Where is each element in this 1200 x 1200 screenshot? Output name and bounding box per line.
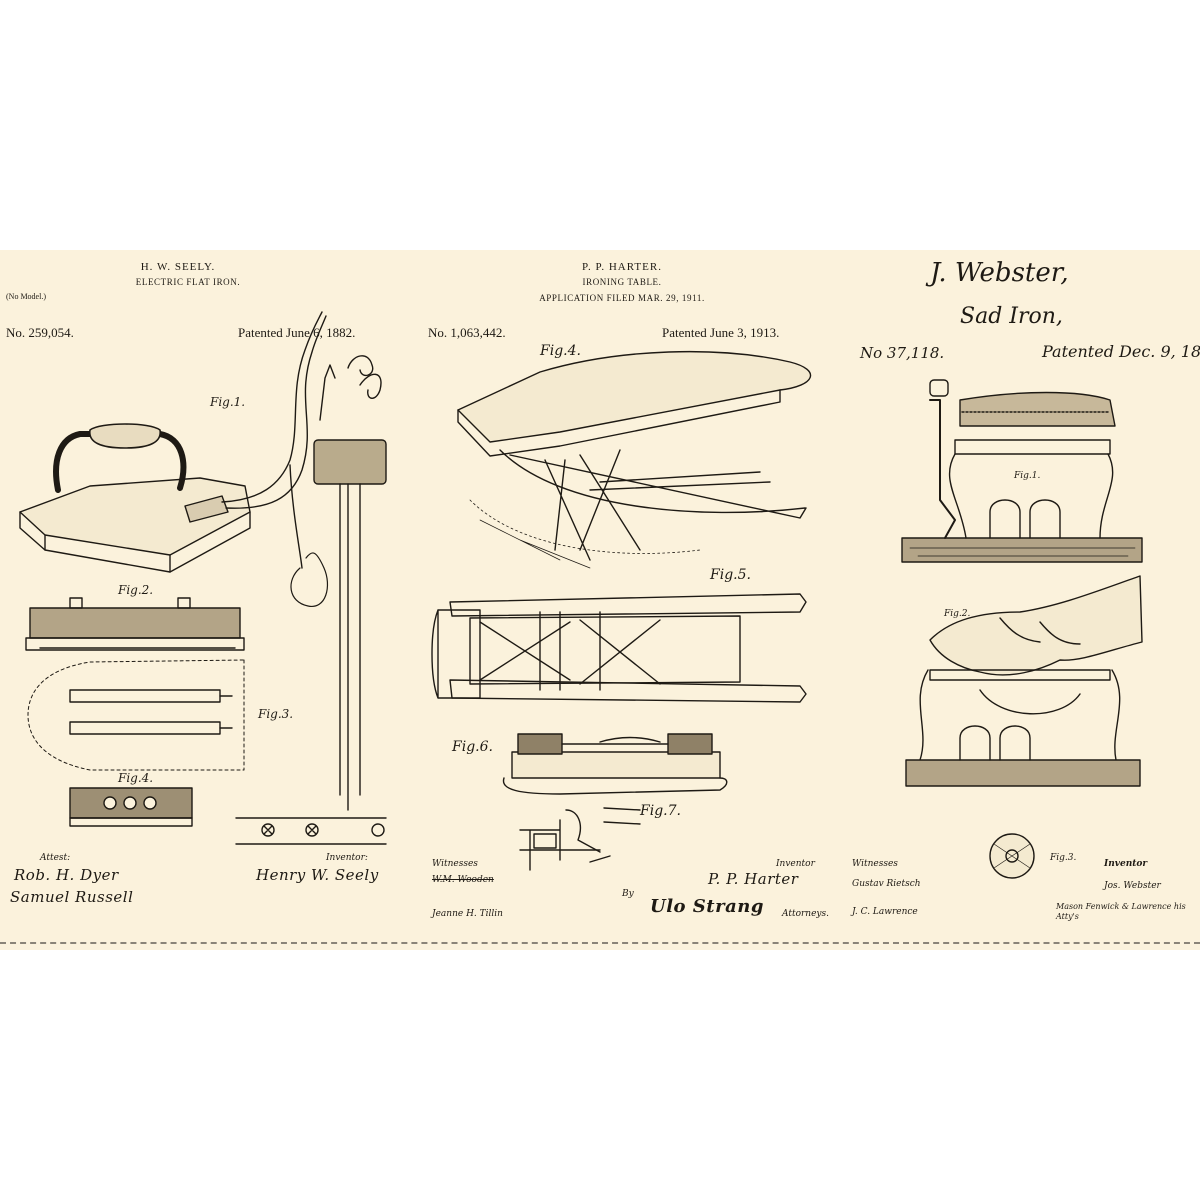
webster-inventor-label: Inventor — [1104, 859, 1148, 869]
patent-print-panel: H. W. SEELY. ELECTRIC FLAT IRON. (No Mod… — [0, 250, 1200, 950]
seely-attest-label: Attest: — [40, 853, 71, 863]
harter-witness-signature-1: W.M. Wooden — [432, 875, 494, 885]
webster-fig1-label: Fig.1. — [1014, 471, 1041, 481]
harter-fig5-label: Fig.5. — [710, 567, 751, 583]
webster-patent-date: Patented Dec. 9, 1862. — [1042, 342, 1200, 361]
harter-patent-date: Patented June 3, 1913. — [662, 325, 780, 340]
seely-inventor-name: H. W. SEELY. — [140, 261, 216, 273]
seely-fig4-drawing — [69, 787, 193, 827]
webster-patent-title: Sad Iron, — [960, 304, 1063, 329]
webster-sad-iron-drawing — [901, 379, 1143, 563]
seely-fig1-label: Fig.1. — [210, 395, 246, 409]
seely-inventor-signature: Henry W. Seely — [256, 866, 379, 884]
harter-witnesses-label: Witnesses — [432, 859, 478, 869]
webster-witness-signature-2: J. C. Lawrence — [852, 907, 918, 917]
seely-patent-title: ELECTRIC FLAT IRON. — [135, 277, 241, 287]
patent-drawings — [19, 280, 1143, 940]
seely-patent-date: Patented June 6, 1882. — [238, 325, 356, 340]
harter-inventor-label: Inventor — [776, 859, 815, 869]
seely-fig2-drawing — [25, 597, 245, 651]
webster-fig3-drawing — [989, 833, 1035, 879]
harter-fig6-drawing — [502, 733, 728, 795]
seely-stand-drawing — [235, 355, 387, 845]
harter-fig5-drawing — [431, 593, 807, 703]
webster-fig2-drawing — [905, 575, 1143, 787]
seely-fig4-label: Fig.4. — [118, 771, 154, 785]
seely-fig2-label: Fig.2. — [118, 583, 154, 597]
webster-fig3-label: Fig.3. — [1050, 853, 1077, 863]
harter-witness-signature-2: Jeanne H. Tillin — [432, 909, 503, 919]
seely-model-note: (No Model.) — [6, 292, 46, 301]
webster-attorney-signature: Mason Fenwick & Lawrence his Atty's — [1056, 902, 1186, 921]
seely-inventor-label: Inventor: — [326, 853, 368, 863]
seely-witness-signature-1: Rob. H. Dyer — [14, 866, 119, 884]
webster-inventor-signature: Jos. Webster — [1104, 881, 1161, 891]
harter-fig4-label: Fig.4. — [540, 343, 581, 359]
webster-witnesses-label: Witnesses — [852, 859, 898, 869]
webster-patent-number: No 37,118. — [860, 344, 945, 362]
seely-patent-number: No. 259,054. — [6, 325, 74, 340]
seely-fig3-label: Fig.3. — [258, 707, 294, 721]
harter-patent-number: No. 1,063,442. — [428, 325, 506, 340]
seely-witness-signature-2: Samuel Russell — [10, 888, 134, 906]
harter-by-label: By — [622, 889, 634, 899]
webster-inventor-name: J. Webster, — [930, 258, 1069, 288]
harter-application-filed: APPLICATION FILED MAR. 29, 1911. — [539, 293, 705, 303]
harter-inventor-name: P. P. HARTER. — [582, 261, 662, 273]
harter-ironing-table-drawing — [457, 350, 812, 569]
harter-fig6-label: Fig.6. — [452, 739, 493, 755]
harter-fig7-drawing — [519, 807, 641, 871]
harter-attorneys-label: Attorneys. — [782, 909, 829, 919]
webster-witness-signature-1: Gustav Rietsch — [852, 879, 921, 889]
harter-patent-title: IRONING TABLE. — [582, 277, 662, 287]
webster-fig2-label: Fig.2. — [944, 609, 971, 619]
harter-inventor-signature: P. P. Harter — [708, 870, 799, 888]
seely-flat-iron-drawing — [19, 311, 329, 607]
harter-fig7-label: Fig.7. — [640, 803, 681, 819]
seely-fig3-drawing — [27, 659, 245, 771]
harter-attorney-signature: Ulo Strang — [650, 896, 764, 917]
dashed-cut-line — [0, 942, 1200, 944]
